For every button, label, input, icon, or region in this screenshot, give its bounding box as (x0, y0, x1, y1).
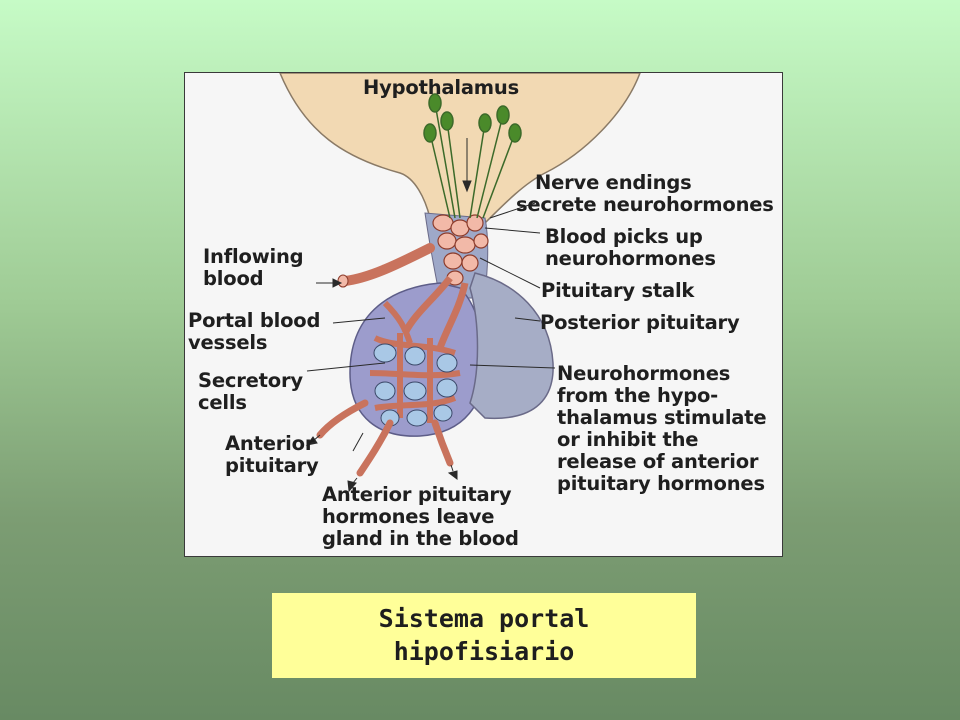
caption-line2: hipofisiario (393, 637, 575, 666)
caption-line1: Sistema portal (378, 604, 590, 633)
label-nerve-endings-line2: secrete neurohormones (516, 193, 774, 216)
label-hypothalamus: Hypothalamus (363, 76, 519, 99)
label-neurohormones-line5: release of anterior (557, 450, 759, 473)
portal-vessel-3 (382, 300, 413, 344)
label-nerve-endings: Nerve endings secrete neurohormones (516, 171, 774, 216)
label-anterior-pituitary-line1: Anterior (225, 432, 315, 455)
label-hormones-leave-line1: Anterior pituitary (322, 483, 512, 506)
label-pituitary-stalk: Pituitary stalk (541, 279, 695, 302)
label-portal-vessels-line1: Portal blood (188, 309, 321, 332)
neurosecretory-neurons (423, 93, 522, 219)
label-blood-picks-up-line1: Blood picks up (545, 225, 703, 248)
portal-vessel-1 (401, 275, 453, 335)
diagram-illustration (279, 73, 641, 493)
label-neurohormones-line3: thalamus stimulate (557, 406, 767, 429)
secretory-cell-clusters (373, 343, 458, 427)
label-hormones-leave-line3: gland in the blood (322, 527, 519, 550)
label-anterior-pituitary: Anterior pituitary (225, 433, 319, 477)
label-inflowing-blood-line2: blood (203, 267, 264, 290)
pituitary-portal-diagram: Hypothalamus Nerve endings secrete neuro… (184, 72, 783, 557)
label-neurohormones-line2: from the hypo- (557, 384, 719, 407)
label-neurohormones-line4: or inhibit the (557, 428, 699, 451)
inflowing-artery (340, 243, 435, 286)
label-neurohormones-effect: Neurohormones from the hypo- thalamus st… (557, 362, 767, 495)
label-inflowing-blood-line1: Inflowing (203, 245, 304, 268)
label-posterior-pituitary: Posterior pituitary (540, 311, 740, 334)
label-secretory-cells-line1: Secretory (198, 369, 303, 392)
label-hormones-leave: Anterior pituitary hormones leave gland … (322, 484, 519, 550)
label-inflowing-blood: Inflowing blood (203, 245, 304, 290)
secondary-capillary-network (369, 333, 461, 423)
label-nerve-endings-line1: Nerve endings (535, 171, 692, 194)
label-anterior-pituitary-line2: pituitary (225, 454, 319, 477)
label-blood-picks-up-line2: neurohormones (545, 247, 716, 270)
label-hormones-leave-line2: hormones leave (322, 505, 495, 528)
primary-capillary-plexus (432, 214, 489, 286)
posterior-pituitary-shape (469, 272, 554, 420)
label-neurohormones-line1: Neurohormones (557, 362, 731, 385)
label-secretory-cells-line2: cells (198, 391, 247, 414)
label-portal-vessels: Portal blood vessels (188, 310, 320, 354)
label-secretory-cells: Secretory cells (198, 370, 303, 414)
portal-vessel-2 (436, 282, 469, 350)
label-portal-vessels-line2: vessels (188, 331, 268, 354)
label-neurohormones-line6: pituitary hormones (557, 472, 765, 495)
label-blood-picks-up: Blood picks up neurohormones (545, 226, 716, 270)
leader-lines (305, 138, 556, 493)
outflowing-veins (316, 399, 454, 477)
caption-box: Sistema portal hipofisiario (272, 593, 696, 678)
